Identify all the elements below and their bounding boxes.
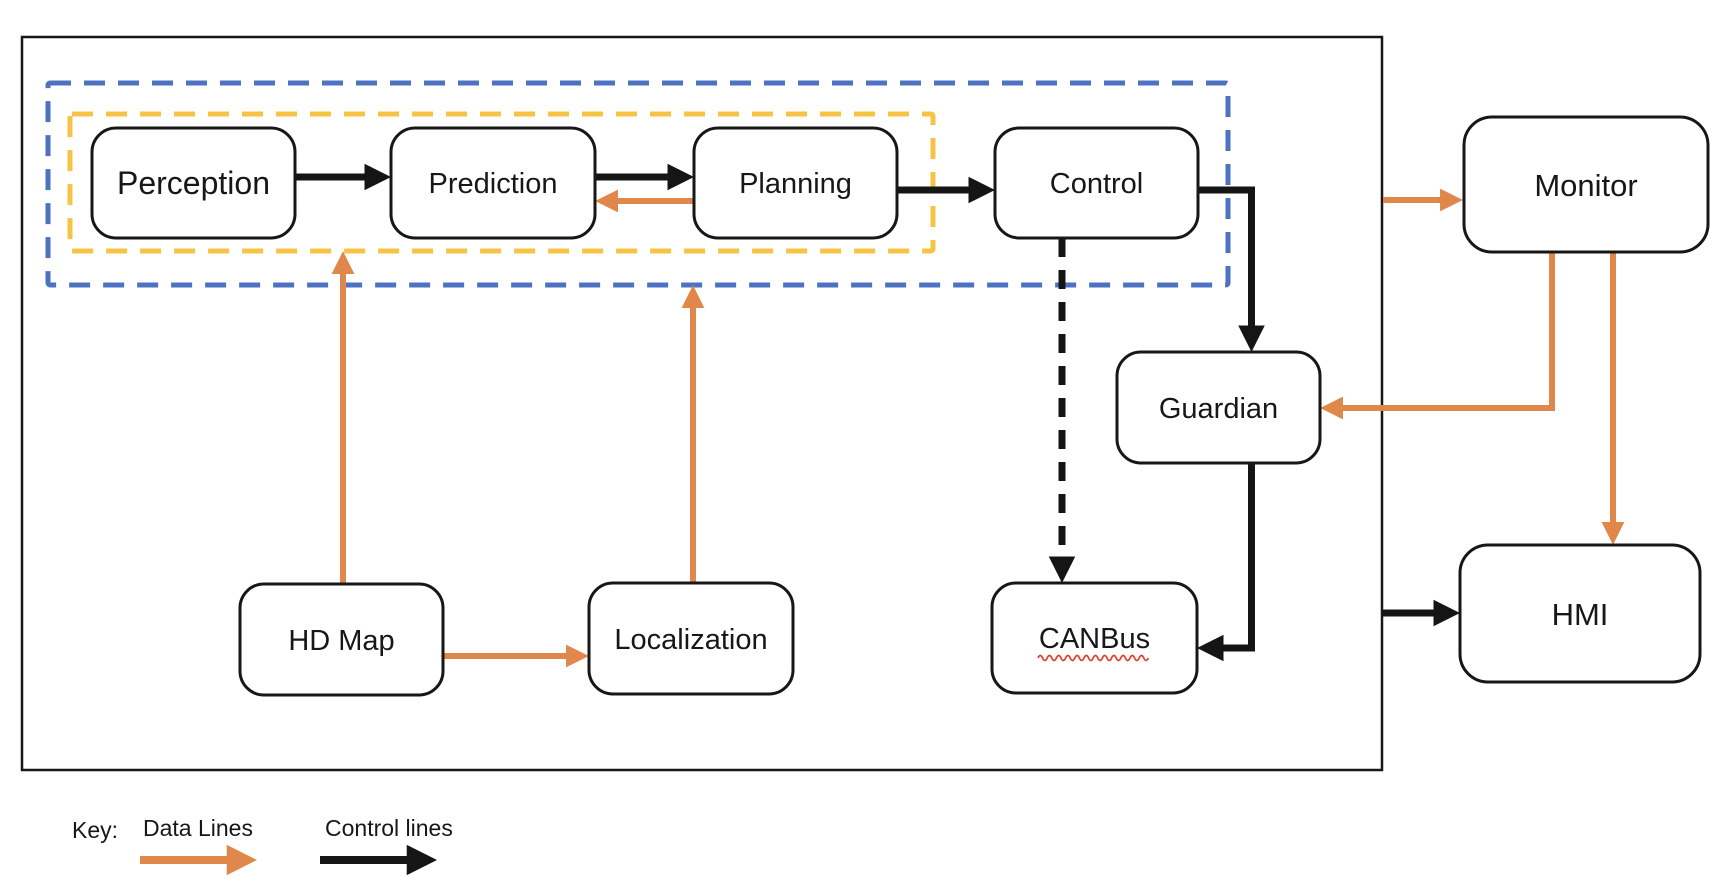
- legend: Key: Data Lines Control lines: [72, 815, 453, 876]
- monitor-label: Monitor: [1534, 168, 1637, 203]
- guardian-box: [1115, 350, 1322, 465]
- module-monitor: Monitor: [1462, 115, 1710, 254]
- planning-label: Planning: [739, 168, 852, 200]
- legend-key-label: Key:: [72, 817, 118, 843]
- perception-box: [90, 126, 297, 240]
- module-guardian: Guardian: [1115, 350, 1322, 465]
- modules-layer: Perception Prediction Planning Control H…: [90, 115, 1710, 697]
- module-hdmap: HD Map: [238, 582, 445, 697]
- module-canbus: CANBus: [990, 581, 1199, 695]
- data-lines-layer: [331, 188, 1625, 668]
- edge-control-to-guardian: [1198, 186, 1265, 352]
- guardian-label: Guardian: [1159, 393, 1278, 425]
- edge-monitor-to-guardian: [1320, 252, 1555, 420]
- module-prediction: Prediction: [389, 126, 597, 240]
- control-box: [993, 126, 1200, 240]
- canbus-spellcheck-squiggle: [1037, 654, 1150, 662]
- module-perception: Perception: [90, 126, 297, 240]
- module-planning: Planning: [692, 126, 899, 240]
- legend-control-lines-label: Control lines: [325, 815, 453, 841]
- prediction-label: Prediction: [429, 168, 558, 200]
- canbus-box: [990, 581, 1199, 695]
- vehicle-system-boundary-box: [20, 35, 1384, 772]
- perception-label: Perception: [117, 165, 270, 201]
- outer-scope-dashed-box: [45, 80, 1231, 288]
- planning-box: [692, 126, 899, 240]
- module-localization: Localization: [587, 581, 795, 696]
- inner-scope-dashed-box: [67, 111, 936, 254]
- localization-box: [587, 581, 795, 696]
- localization-label: Localization: [614, 624, 767, 656]
- hdmap-box: [238, 582, 445, 697]
- prediction-box: [389, 126, 597, 240]
- module-control: Control: [993, 126, 1200, 240]
- control-lines-layer: [295, 163, 1460, 662]
- module-hmi: HMI: [1458, 543, 1702, 684]
- hmi-box: [1458, 543, 1702, 684]
- hdmap-label: HD Map: [288, 625, 394, 657]
- control-label: Control: [1050, 168, 1144, 200]
- monitor-box: [1462, 115, 1710, 254]
- legend-data-lines-label: Data Lines: [143, 815, 253, 841]
- hmi-label: HMI: [1552, 597, 1609, 632]
- canbus-label: CANBus: [1039, 623, 1150, 655]
- edge-guardian-to-canbus: [1197, 463, 1255, 662]
